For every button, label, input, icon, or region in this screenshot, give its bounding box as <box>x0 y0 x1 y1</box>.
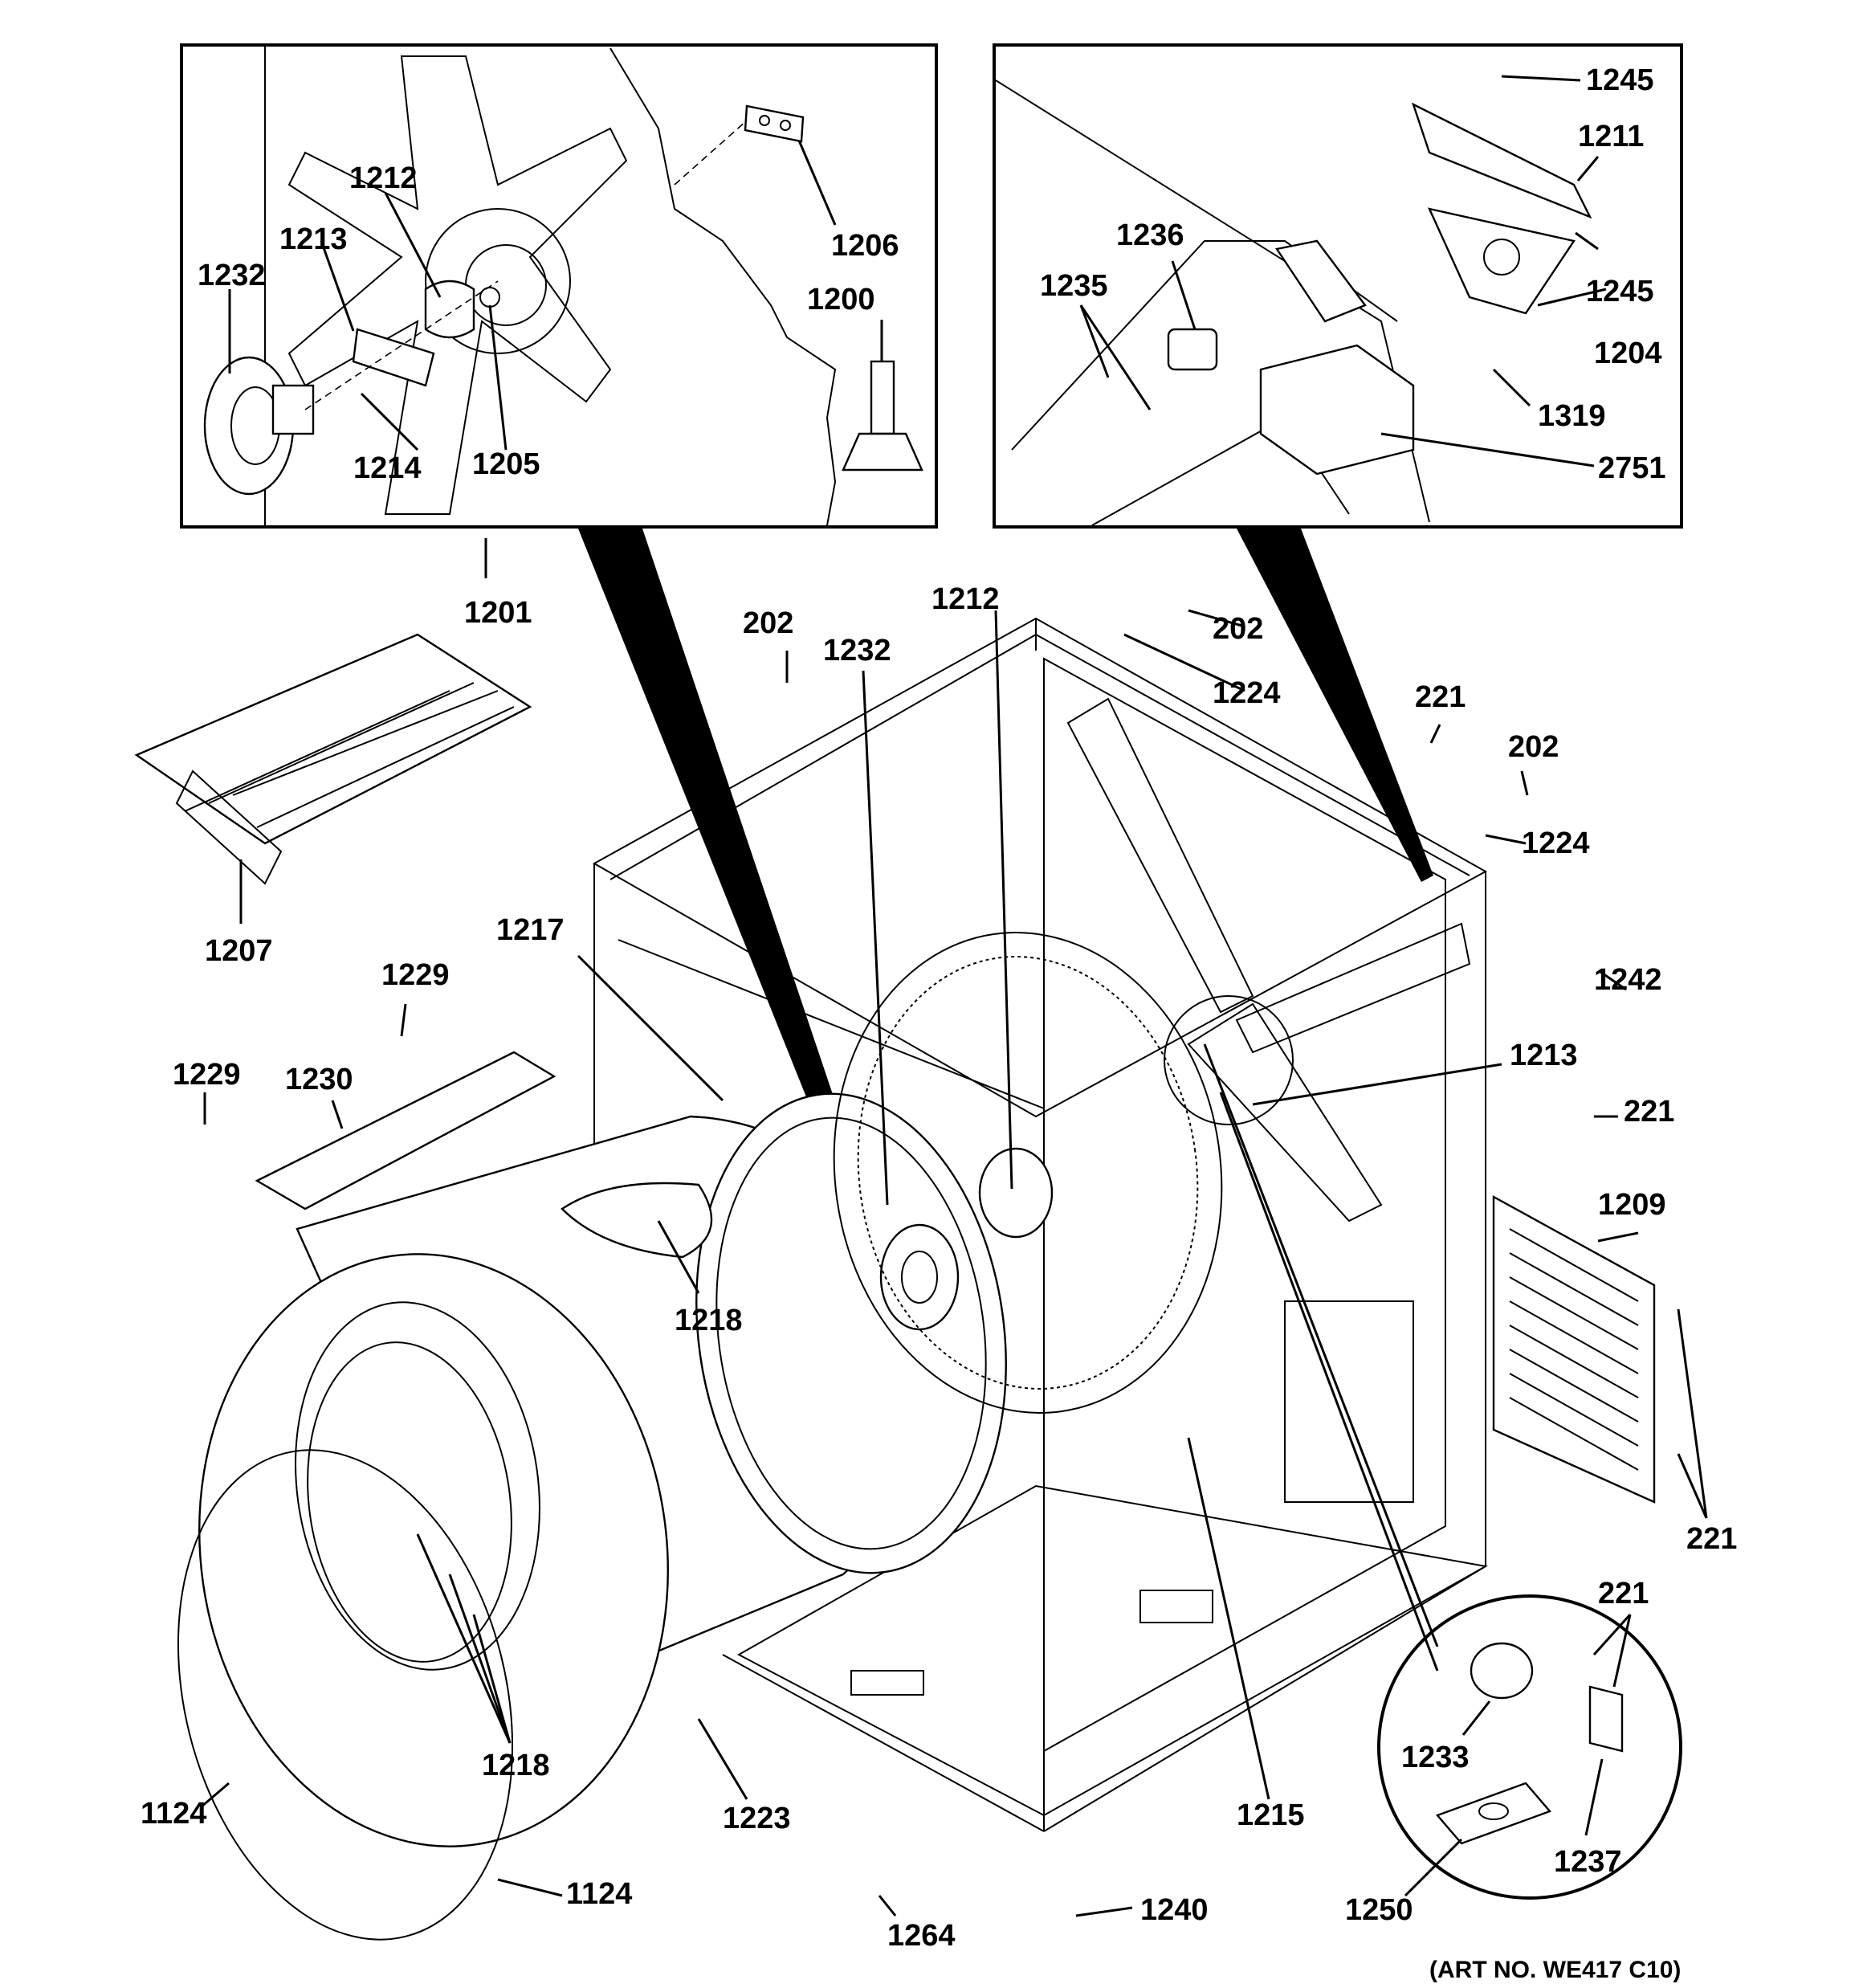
callout-1223: 1223 <box>723 1802 791 1835</box>
callout-1237: 1237 <box>1554 1845 1622 1879</box>
callout-1233: 1233 <box>1401 1741 1470 1774</box>
callout-1245-top: 1245 <box>1586 63 1654 97</box>
callout-1230: 1230 <box>285 1063 353 1096</box>
callout-221-grille: 221 <box>1686 1522 1737 1556</box>
leader-lines <box>200 75 1708 1917</box>
callout-1212-inset: 1212 <box>349 161 418 195</box>
callout-1245-mid: 1245 <box>1586 275 1654 308</box>
callout-2751: 2751 <box>1598 451 1666 485</box>
callout-202-right: 202 <box>1508 730 1559 764</box>
callout-labels: 1245 1211 1245 1204 1319 2751 1236 1235 … <box>141 63 1737 1983</box>
callout-1229-lower: 1229 <box>173 1058 241 1092</box>
callout-1236: 1236 <box>1116 218 1184 252</box>
callout-1242: 1242 <box>1594 963 1662 997</box>
callout-1201: 1201 <box>464 596 532 630</box>
dryer-drum <box>177 932 1223 1941</box>
callout-1211: 1211 <box>1578 120 1644 153</box>
zoom-wedge-left <box>578 529 875 1229</box>
callout-202-top: 202 <box>1213 612 1263 646</box>
callout-1204: 1204 <box>1594 337 1662 370</box>
callout-221-circle: 221 <box>1598 1577 1649 1610</box>
callout-1218-upper: 1218 <box>675 1304 743 1337</box>
callout-1250: 1250 <box>1345 1893 1413 1927</box>
art-number: (ART NO. WE417 C10) <box>1429 1957 1681 1983</box>
callout-1124-bottom: 1124 <box>566 1877 632 1911</box>
callout-1213-main: 1213 <box>1510 1039 1578 1072</box>
callout-221-mid: 221 <box>1624 1095 1674 1129</box>
callout-1124-left: 1124 <box>141 1797 206 1831</box>
callout-1217: 1217 <box>496 913 565 947</box>
callout-1214: 1214 <box>353 451 422 485</box>
callout-1213-inset: 1213 <box>279 222 348 256</box>
inset-left-bearing-detail <box>180 43 938 529</box>
callout-1232-main: 1232 <box>823 634 891 667</box>
thermal-fuse-detail-circle <box>1377 1594 1682 1900</box>
callout-1264: 1264 <box>887 1919 956 1953</box>
callout-1205: 1205 <box>472 447 540 481</box>
dryer-rack <box>134 633 532 885</box>
callout-1224-top: 1224 <box>1213 676 1281 710</box>
callout-1206: 1206 <box>831 229 899 263</box>
callout-1207: 1207 <box>205 934 273 968</box>
zoom-wedge-right <box>1237 529 1433 882</box>
callout-1215: 1215 <box>1237 1798 1305 1832</box>
inset-right-thermostat-detail <box>993 43 1683 529</box>
callout-1200: 1200 <box>807 283 875 316</box>
callout-202-left: 202 <box>743 606 793 640</box>
lifter-bar <box>255 1051 556 1210</box>
callout-1232-inset: 1232 <box>198 259 266 292</box>
callout-1212-main: 1212 <box>932 582 1000 616</box>
callout-1224-right: 1224 <box>1522 827 1590 860</box>
callout-1235: 1235 <box>1040 269 1108 303</box>
callout-1209: 1209 <box>1598 1188 1666 1222</box>
callout-1229-upper: 1229 <box>381 958 450 992</box>
callout-221-top: 221 <box>1415 680 1466 714</box>
vent-grille <box>1492 1194 1656 1504</box>
callout-1240: 1240 <box>1140 1893 1209 1927</box>
callout-1218-lower: 1218 <box>482 1749 550 1782</box>
callout-1319: 1319 <box>1538 399 1606 433</box>
